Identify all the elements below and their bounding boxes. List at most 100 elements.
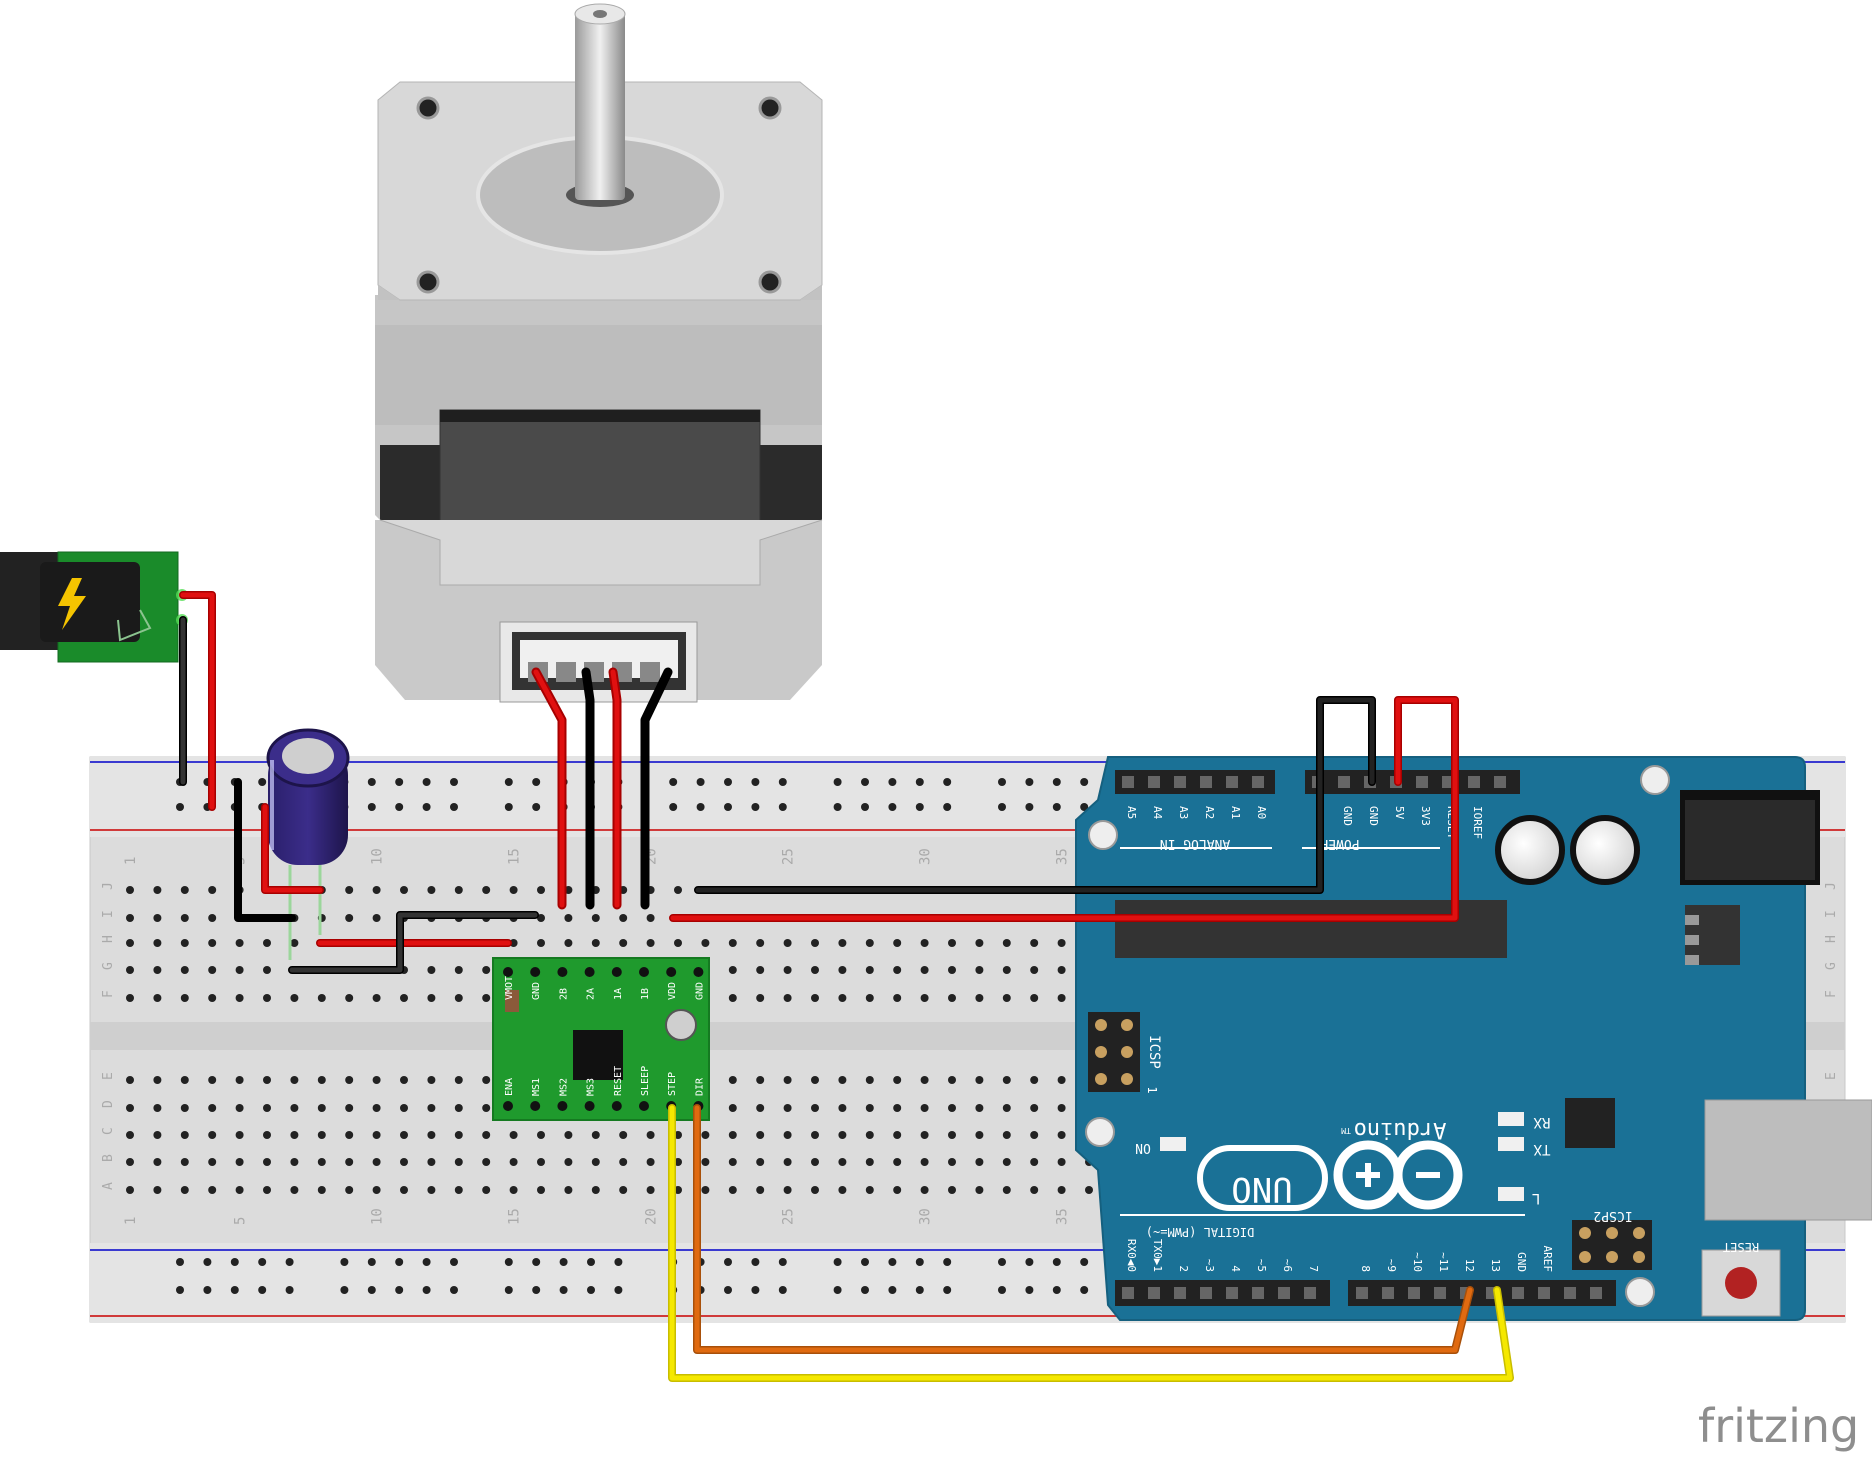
breadboard-hole (509, 1186, 518, 1194)
header-hole (1416, 776, 1428, 788)
icsp2-pin (1579, 1251, 1591, 1263)
rail-hole (1052, 803, 1061, 811)
driver-pin-label: ENA (504, 1078, 515, 1096)
breadboard-hole (893, 1186, 902, 1194)
breadboard-hole (180, 1076, 189, 1084)
breadboard-hole (372, 1131, 381, 1139)
breadboard-hole (400, 886, 408, 894)
driver-pin (666, 967, 677, 977)
row-letter: C (101, 1127, 116, 1135)
breadboard-hole (537, 914, 545, 922)
digital-label: DIGITAL (PWM=~) (1146, 1225, 1254, 1239)
breadboard-hole (208, 994, 217, 1002)
breadboard-hole (811, 1186, 819, 1194)
column-number: 35 (1055, 848, 1071, 865)
rail-hole (888, 1286, 897, 1294)
breadboard-hole (537, 886, 545, 894)
breadboard-hole (208, 1076, 217, 1084)
header-hole (1200, 776, 1212, 788)
header-hole (1252, 1287, 1264, 1299)
rail-hole (176, 1258, 184, 1266)
breadboard-hole (619, 1158, 628, 1166)
driver-pin-label: 1B (640, 988, 651, 1000)
breadboard-hole (427, 1158, 436, 1166)
row-letter: D (101, 1100, 116, 1108)
header-hole (1226, 1287, 1238, 1299)
breadboard-hole (126, 1186, 134, 1194)
breadboard-hole (509, 1158, 518, 1166)
breadboard-hole (509, 1131, 518, 1139)
breadboard-hole (646, 1186, 655, 1194)
rail-hole (751, 778, 760, 786)
breadboard-hole (454, 1158, 463, 1166)
rail-hole (422, 1286, 431, 1294)
reset-button-cap[interactable] (1725, 1267, 1757, 1299)
breadboard-labels: JJIIHHGGFFEEDDCCBBAA11551010151520202525… (101, 848, 1839, 1225)
breadboard-hole (345, 1104, 354, 1112)
breadboard-hole (893, 1076, 902, 1084)
header-hole (1252, 776, 1264, 788)
breadboard-hole (427, 1131, 436, 1139)
arduino-brand-label: Arduino (1354, 1117, 1447, 1142)
breadboard-hole (783, 1104, 792, 1112)
breadboard-hole (317, 1076, 326, 1084)
breadboard-hole (290, 994, 299, 1002)
rail-hole (833, 803, 842, 811)
row-letter: F (1824, 990, 1839, 998)
analog-header (1115, 770, 1275, 794)
breadboard-hole (180, 886, 189, 894)
breadboard-hole (400, 1158, 408, 1166)
breadboard-hole (317, 1186, 326, 1194)
rail-hole (1080, 778, 1089, 786)
breadboard-hole (372, 1104, 381, 1112)
rail-hole (230, 1286, 239, 1294)
header-hole (1174, 1287, 1186, 1299)
breadboard-hole (153, 966, 162, 974)
breadboard-hole (838, 1104, 847, 1112)
column-number: 10 (370, 1208, 386, 1225)
breadboard-hole (126, 886, 134, 894)
breadboard-hole (756, 939, 765, 947)
logo-minus-ring (1393, 1140, 1463, 1210)
rail-hole (176, 803, 184, 811)
icsp-pin (1121, 1019, 1133, 1031)
breadboard-hole (1057, 1131, 1066, 1139)
rail-hole (833, 1258, 842, 1266)
analog-pin-label: A2 (1203, 806, 1216, 819)
breadboard-hole (345, 1186, 354, 1194)
breadboard-hole (427, 994, 436, 1002)
breadboard-hole (153, 1186, 162, 1194)
driver-pin (611, 1101, 622, 1111)
breadboard-hole (728, 994, 737, 1002)
breadboard-hole (564, 939, 573, 947)
analog-pin-label: A0 (1255, 806, 1268, 819)
breadboard-hole (454, 1104, 463, 1112)
trademark-label: TM (1341, 1126, 1351, 1135)
breadboard-hole (1057, 994, 1066, 1002)
rail-hole (724, 1286, 732, 1294)
rail-hole (888, 778, 897, 786)
breadboard-hole (811, 1104, 819, 1112)
breadboard-hole (180, 1158, 189, 1166)
digital-pin-label: ~5 (1255, 1259, 1268, 1272)
header-hole (1434, 1287, 1446, 1299)
breadboard-hole (263, 1076, 271, 1084)
column-number: 5 (233, 1217, 249, 1225)
stepper-motor (375, 3, 823, 703)
breadboard-hole (400, 994, 408, 1002)
rail-hole (998, 1286, 1006, 1294)
breadboard-hole (975, 1076, 984, 1084)
potentiometer (665, 1009, 697, 1041)
header-hole (1278, 1287, 1290, 1299)
breadboard-hole (1085, 1186, 1093, 1194)
driver-pin-label: RESET (613, 1066, 624, 1096)
digital-pin-label: ~3 (1203, 1259, 1216, 1272)
rail-hole (778, 1258, 787, 1266)
column-number: 30 (918, 1208, 934, 1225)
breadboard-hole (263, 939, 271, 947)
breadboard-hole (948, 966, 956, 974)
breadboard-hole (975, 1131, 984, 1139)
rail-hole (203, 1258, 212, 1266)
rail-hole (504, 1258, 513, 1266)
